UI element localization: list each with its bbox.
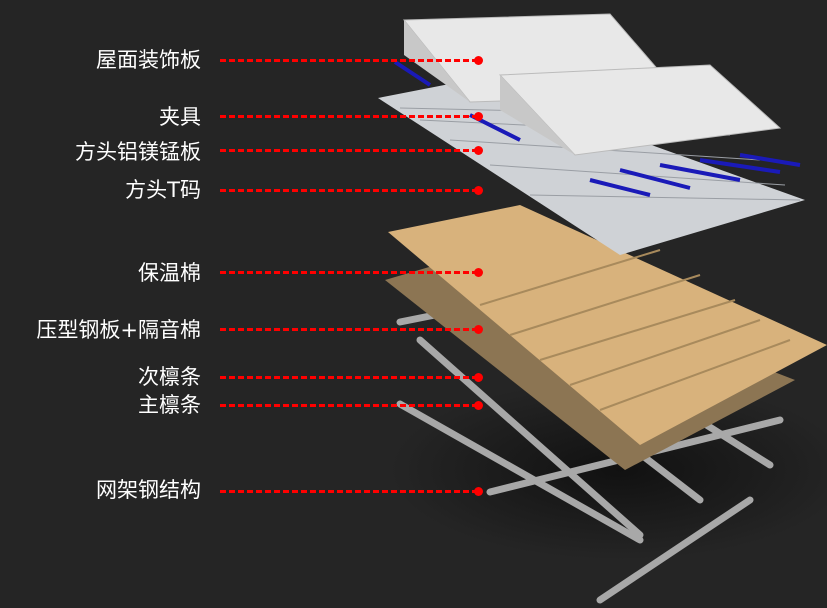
- leader-dot: [474, 487, 483, 496]
- leader-dot: [474, 373, 483, 382]
- leader-line: [220, 404, 478, 407]
- leader-dot: [474, 268, 483, 277]
- leader-line: [220, 149, 478, 152]
- label-clip: 夹具: [159, 105, 201, 129]
- leader-dot: [474, 401, 483, 410]
- label-aluminium-panel: 方头铝镁锰板: [75, 140, 201, 164]
- label-steel-plate-acoustic: 压型钢板+隔音棉: [36, 318, 201, 342]
- leader-line: [220, 376, 478, 379]
- insulation-wool: [388, 205, 827, 445]
- leader-dot: [474, 146, 483, 155]
- leader-line: [220, 189, 478, 192]
- leader-line: [220, 328, 478, 331]
- leader-line: [220, 59, 478, 62]
- label-t-bracket: 方头T码: [125, 178, 201, 202]
- leader-dot: [474, 56, 483, 65]
- label-main-purlin: 主檩条: [138, 393, 201, 417]
- roof-decorative-panels: [402, 13, 782, 156]
- insulation-grooves: [479, 249, 791, 411]
- leader-line: [220, 490, 478, 493]
- label-insulation: 保温棉: [138, 261, 201, 285]
- leader-dot: [474, 112, 483, 121]
- leader-dot: [474, 186, 483, 195]
- leader-dot: [474, 325, 483, 334]
- label-secondary-purlin: 次檩条: [138, 365, 201, 389]
- label-roof-decorative-panel: 屋面装饰板: [96, 48, 201, 72]
- leader-line: [220, 115, 478, 118]
- ground-shadow: [390, 380, 827, 560]
- leader-line: [220, 271, 478, 274]
- label-space-frame: 网架钢结构: [96, 478, 201, 502]
